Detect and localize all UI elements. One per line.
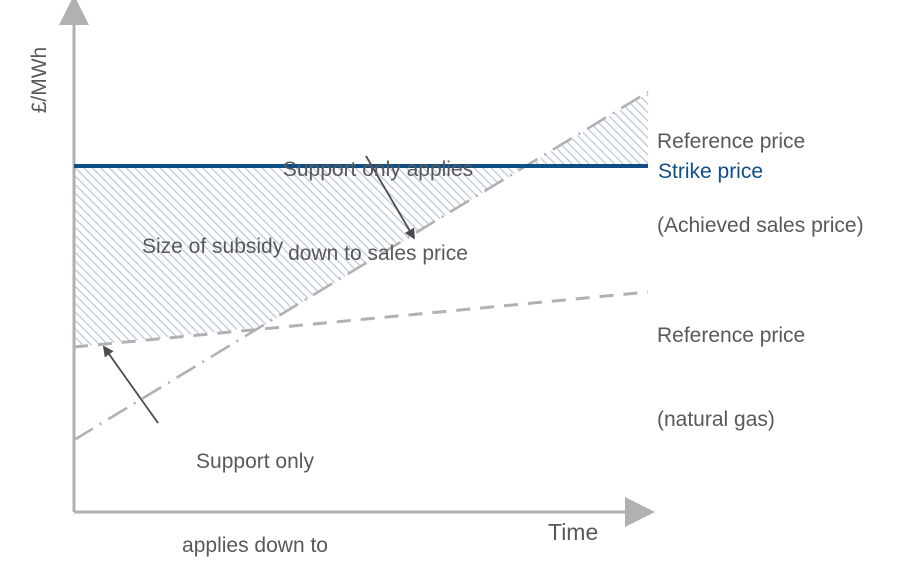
gas-annotation-line-2: applies down to [182, 534, 328, 557]
sales-annotation-arrow [365, 155, 415, 240]
sales-annotation-line-2: down to sales price [288, 242, 468, 265]
gas-annotation-line-1: Support only [196, 450, 314, 473]
legend-gas-line-1: Reference price [657, 324, 806, 347]
subsidy-region-label: Size of subsidy [142, 235, 284, 258]
legend-achieved-line-2: (Achieved sales price) [657, 214, 864, 237]
series-line-reference-achieved-sales-price [73, 90, 649, 442]
y-axis-label: £/MWh [28, 46, 51, 114]
axis-lines [59, 0, 655, 527]
legend-gas-line-2: (natural gas) [657, 408, 775, 431]
series-line-reference-natural-gas [73, 290, 649, 349]
sales-annotation-line-1: Support only applies [282, 158, 474, 181]
legend-label-reference-achieved-sales-price: Reference price (Achieved sales price) [657, 72, 897, 296]
subsidy-region [74, 93, 648, 347]
gas-annotation-text: Support only applies down to natural gas… [160, 392, 350, 566]
legend-achieved-line-1: Reference price [657, 130, 806, 153]
sales-annotation-text: Support only applies down to sales price [268, 100, 488, 324]
legend-label-reference-natural-gas: Reference price (natural gas) [657, 266, 857, 490]
gas-annotation-arrow [102, 345, 159, 424]
legend-label-strike-price: Strike price [658, 160, 764, 183]
x-axis-label: Time [548, 519, 599, 545]
